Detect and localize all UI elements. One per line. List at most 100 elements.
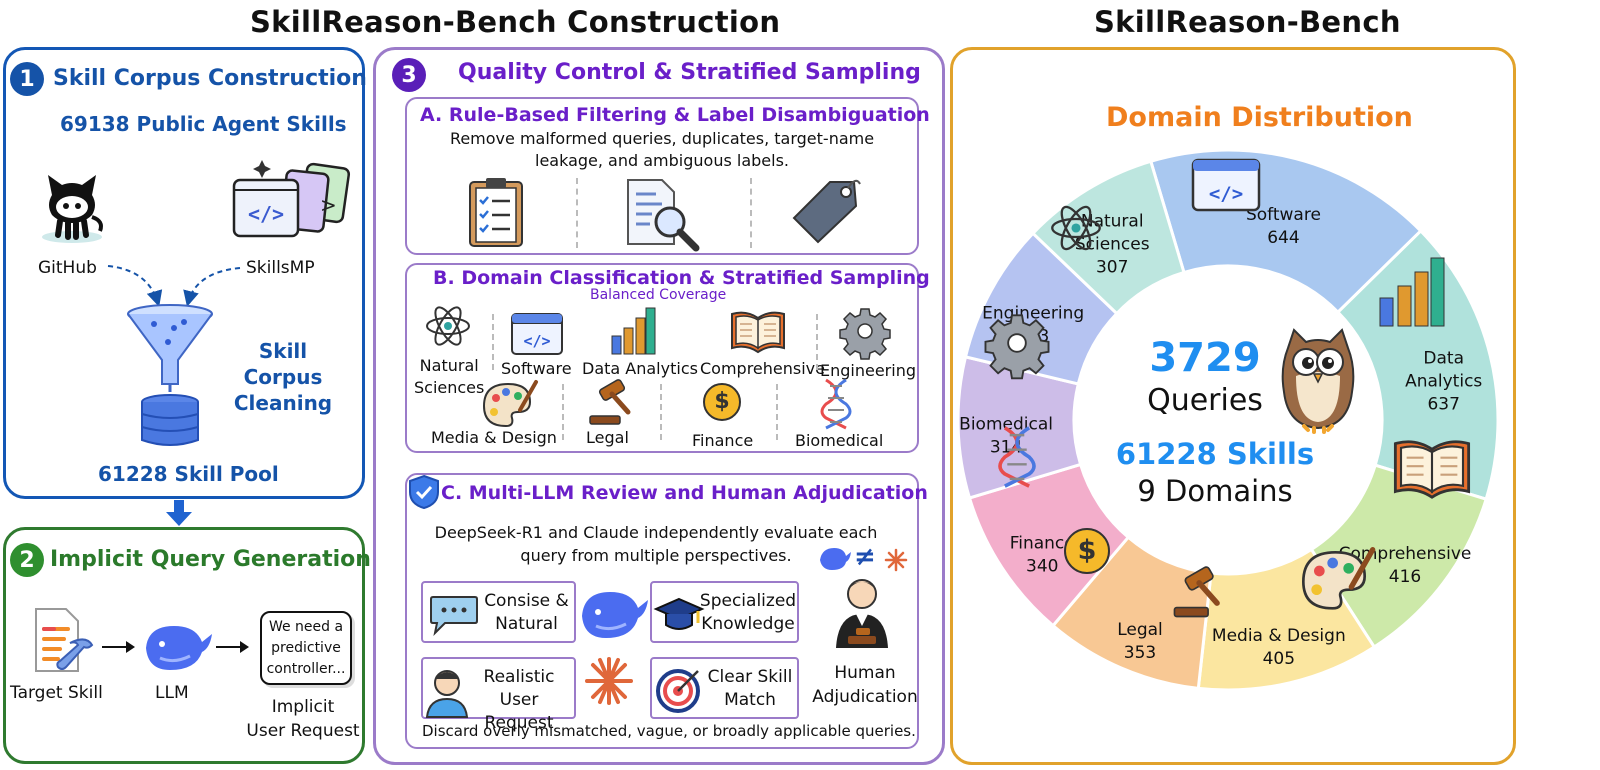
implicit-line-2: User Request [246, 721, 360, 741]
mini-claude-icon [884, 548, 908, 572]
stage-2-badge: 2 [10, 543, 44, 577]
chat-bubble-icon [430, 596, 478, 637]
owl-mascot-icon [1281, 328, 1355, 434]
bench-heading: SkillReason-Bench [1094, 5, 1401, 39]
domains-count: 9 Domains [1137, 474, 1293, 508]
cleaning-label: Skill Corpus Cleaning [218, 338, 348, 416]
software-slice-icon: </> [1191, 158, 1261, 212]
queries-count: 3729 [1149, 335, 1261, 381]
comprehensive-label: Comprehensive [700, 359, 825, 378]
criterion-realistic-request: Realistic User Request [421, 657, 576, 733]
queries-label: Queries [1147, 383, 1263, 418]
atom-icon [426, 306, 470, 346]
crit4-line-1: Clear Skill [707, 667, 793, 687]
finance-slice-icon: $ [1064, 528, 1110, 574]
software-label: Software [501, 359, 572, 378]
media-design-label: Media & Design [431, 428, 557, 447]
engineering-label: Engineering [820, 361, 916, 380]
implicit-request-label: Implicit User Request [240, 695, 366, 743]
code-window-icon: </> [511, 313, 563, 355]
criterion-3-text: Realistic User Request [463, 666, 575, 735]
balanced-coverage-label: Balanced Coverage [590, 287, 727, 303]
divider [576, 178, 578, 248]
crit3-line-1: Realistic [483, 667, 555, 687]
multi-llm-title: C. Multi-LLM Review and Human Adjudicati… [441, 482, 928, 504]
crit3-line-2: User Request [484, 690, 554, 733]
arrow-2 [216, 641, 249, 653]
down-arrow [166, 500, 192, 526]
user-icon [425, 670, 469, 718]
divider [750, 178, 752, 248]
discard-note: Discard overly mismatched, vague, or bro… [422, 722, 916, 740]
human-adjudication-label: Human Adjudication [806, 661, 924, 709]
target-skill-label: Target Skill [10, 683, 103, 703]
stage-3-title: Quality Control & Stratified Sampling [458, 60, 921, 85]
skillsmp-label: SkillsMP [246, 258, 315, 278]
crit2-line-2: Knowledge [701, 614, 795, 634]
donut-slice-data-analytics [1335, 228, 1500, 502]
llm-label: LLM [155, 683, 189, 703]
crit4-line-2: Match [724, 690, 776, 710]
skill-pool-count: 61228 Skill Pool [98, 462, 279, 486]
legal-slice-icon [1173, 566, 1220, 618]
skillsmp-icon: </> > [232, 160, 351, 238]
open-book-icon [731, 311, 785, 354]
svg-text:</>: </> [1209, 183, 1243, 205]
rule-filtering-title: A. Rule-Based Filtering & Label Disambig… [420, 104, 930, 126]
whale-llm-icon [146, 626, 212, 670]
claude-icon [585, 657, 633, 705]
bubble-line-2: predictive [271, 640, 341, 656]
rule-filtering-desc: Remove malformed queries, duplicates, ta… [410, 128, 914, 172]
legal-label: Legal [586, 428, 629, 447]
github-label: GitHub [38, 258, 97, 278]
stage-2-title: Implicit Query Generation [50, 547, 371, 572]
stage-3-badge: 3 [392, 58, 426, 92]
checklist-icon [469, 178, 523, 247]
criterion-concise-natural: Consise & Natural [421, 581, 576, 643]
engineering-slice-icon [984, 314, 1050, 380]
biomedical-slice-icon [998, 426, 1036, 488]
data-analytics-slice-icon [1379, 257, 1445, 327]
arrow-1 [102, 641, 135, 653]
deepseek-whale-icon [582, 592, 648, 638]
criterion-4-text: Clear Skill Match [702, 666, 798, 712]
crit2-line-1: Specialized [699, 591, 797, 611]
svg-text:</>: </> [248, 202, 284, 226]
stage-1-title: Skill Corpus Construction [53, 66, 367, 91]
criterion-specialized-knowledge: Specialized Knowledge [650, 581, 799, 643]
skills-count: 61228 Skills [1115, 437, 1315, 471]
data-analytics-label: Data Analytics [582, 359, 698, 378]
criterion-1-text: Consise & Natural [479, 590, 574, 636]
natural-line-1: Natural [419, 356, 479, 375]
cleaning-line-1: Skill Corpus [243, 339, 323, 389]
coin-icon: $ [703, 383, 741, 421]
donut-slice-natural-sciences [1030, 159, 1186, 316]
human-line-2: Adjudication [812, 687, 918, 707]
stage-1-badge: 1 [10, 62, 44, 96]
criterion-2-text: Specialized Knowledge [698, 590, 798, 636]
natural-line-2: Sciences [414, 378, 485, 397]
svg-text:>: > [320, 193, 337, 217]
target-skill-icon [35, 608, 94, 672]
divider [562, 384, 564, 440]
merge-arrows [107, 265, 241, 307]
document-search-icon [627, 179, 700, 252]
multi-llm-desc-line-2: query from multiple perspectives. [520, 546, 792, 565]
finance-label: Finance [692, 431, 754, 450]
cleaning-line-2: Cleaning [233, 391, 333, 415]
divider [776, 384, 778, 440]
construction-heading: SkillReason-Bench Construction [250, 5, 781, 39]
svg-text:</>: </> [523, 332, 550, 350]
crit1-line-1: Consise & [484, 591, 569, 611]
domain-classification-title: B. Domain Classification & Stratified Sa… [433, 267, 930, 289]
target-icon [656, 669, 700, 713]
multi-llm-desc: DeepSeek-R1 and Claude independently eva… [412, 521, 900, 567]
media-slice-icon [1301, 547, 1376, 610]
human-line-1: Human [834, 663, 896, 683]
gavel-icon [589, 379, 631, 425]
bubble-line-1: We need a [268, 619, 344, 635]
crit1-line-2: Natural [495, 614, 558, 634]
